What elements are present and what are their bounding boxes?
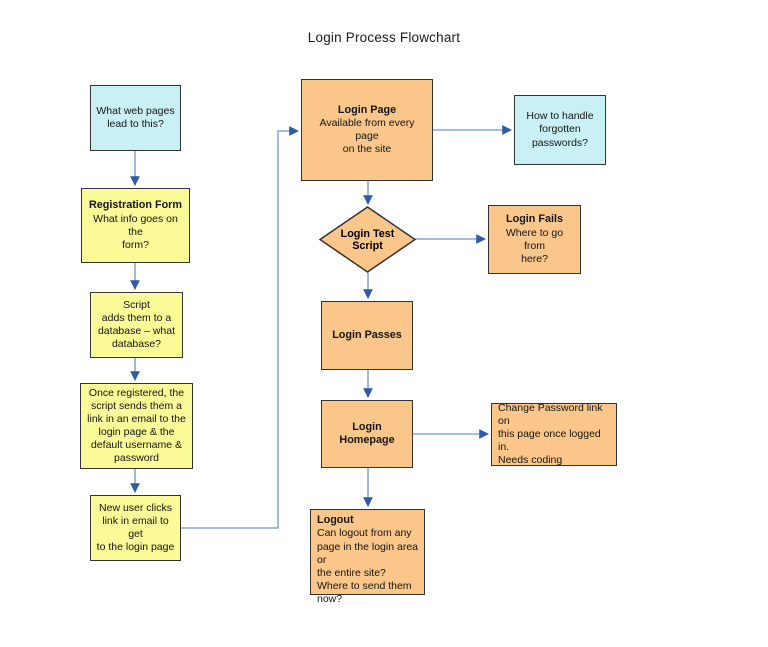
node-forgotten-passwords: How to handle forgotten passwords? xyxy=(514,95,606,165)
node-login-passes: Login Passes xyxy=(321,301,413,370)
node-login-fails-text: Where to go from here? xyxy=(505,226,564,265)
node-login-test-script-title: Login Test Script xyxy=(340,227,395,252)
node-change-password: Change Password link on this page once l… xyxy=(491,401,617,467)
node-once-registered-text: Once registered, the script sends them a… xyxy=(87,386,186,465)
connector-newuser-to-loginpage xyxy=(181,126,299,529)
node-what-web-pages-text: What web pages lead to this? xyxy=(96,104,175,130)
node-login-page: Login Page Available from every page on … xyxy=(301,79,433,181)
page-title: Login Process Flowchart xyxy=(307,30,461,45)
node-registration-form-text: What info goes on the form? xyxy=(93,212,178,251)
node-change-password-text: Change Password link on this page once l… xyxy=(498,401,603,467)
node-login-passes-title: Login Passes xyxy=(332,328,402,341)
decision-diamond-shape xyxy=(318,206,417,273)
node-new-user-clicks: New user clicks link in email to get to … xyxy=(90,495,181,561)
node-script-database: Script adds them to a database – what da… xyxy=(90,292,183,358)
node-new-user-clicks-text: New user clicks link in email to get to … xyxy=(96,501,175,554)
node-login-homepage-title: Login Homepage xyxy=(339,420,395,446)
node-login-fails-title: Login Fails xyxy=(506,213,563,226)
node-forgotten-passwords-text: How to handle forgotten passwords? xyxy=(526,110,594,149)
node-registration-form: Registration Form What info goes on the … xyxy=(81,188,190,263)
node-registration-form-title: Registration Form xyxy=(89,199,182,212)
node-login-page-text: Available from every page on the site xyxy=(319,117,415,156)
node-login-homepage: Login Homepage xyxy=(321,400,413,468)
node-login-page-title: Login Page xyxy=(337,103,397,116)
node-logout-title: Logout xyxy=(317,514,354,526)
node-once-registered: Once registered, the script sends them a… xyxy=(80,383,193,469)
node-logout: Logout Can logout from any page in the l… xyxy=(310,509,425,605)
node-script-database-text: Script adds them to a database – what da… xyxy=(97,298,176,351)
node-what-web-pages: What web pages lead to this? xyxy=(90,85,181,151)
node-login-test-script: Login Test Script xyxy=(320,207,415,272)
node-logout-text: Can logout from any page in the login ar… xyxy=(317,527,418,606)
node-login-fails: Login Fails Where to go from here? xyxy=(488,205,581,274)
